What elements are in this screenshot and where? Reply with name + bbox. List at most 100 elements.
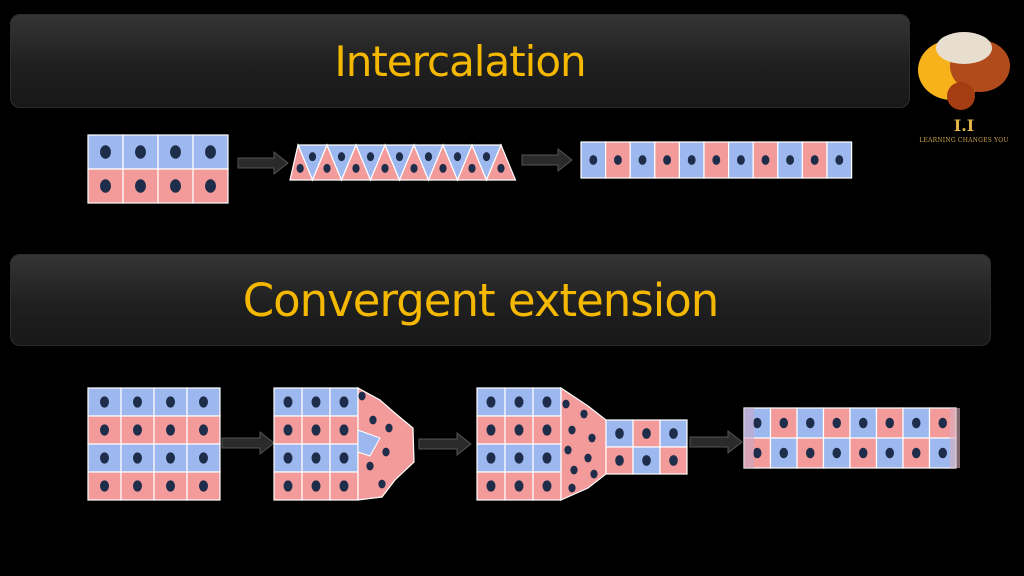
nucleus [580,409,588,419]
nucleus [568,483,576,493]
cell [605,446,634,475]
nucleus [410,163,418,173]
logo-dot [947,82,975,110]
nucleus [615,455,624,466]
nucleus [439,163,447,173]
arrow [237,150,289,176]
nucleus [100,396,109,408]
convergent-extension-title: Convergent extension [242,273,720,327]
nucleus [133,480,142,492]
nucleus [311,396,321,408]
nucleus [100,179,111,193]
nucleus [514,396,524,408]
intercalation-banner: Intercalation [10,14,910,108]
nucleus [810,155,819,165]
nucleus [542,480,552,492]
nucleus [938,447,947,459]
nucleus [135,179,146,193]
nucleus [100,424,109,436]
nucleus [615,428,624,439]
nucleus [514,480,524,492]
nucleus [589,155,598,165]
nucleus [339,396,349,408]
convergent-extension-banner: Convergent extension [10,254,991,346]
logo-tagline: LEARNING CHANGES YOU [919,137,1009,144]
nucleus [588,433,596,443]
nucleus [311,452,321,464]
nucleus [806,417,815,429]
intercalation-title: Intercalation [334,36,586,86]
nucleus [424,152,433,162]
nucleus [938,417,947,429]
logo-cream-circle [936,32,992,64]
nucleus [486,480,496,492]
nucleus [542,396,552,408]
nucleus [590,469,598,479]
nucleus [638,155,647,165]
logo: I.I [918,32,1010,135]
cell [357,429,381,457]
nucleus [395,152,404,162]
cell-edge [950,408,960,468]
nucleus [584,453,592,463]
nucleus [468,163,476,173]
nucleus [381,163,389,173]
nucleus [736,155,745,165]
nucleus [912,417,921,429]
nucleus [311,480,321,492]
nucleus [779,417,788,429]
nucleus [166,396,175,408]
nucleus [100,480,109,492]
nucleus [283,424,293,436]
nucleus [339,480,349,492]
nucleus [642,455,651,466]
nucleus [166,480,175,492]
cell [289,143,314,181]
nucleus [687,155,696,165]
nucleus [205,145,216,159]
nucleus [542,424,552,436]
nucleus [311,424,321,436]
nucleus [283,396,293,408]
nucleus [832,417,841,429]
nucleus [753,417,762,429]
nucleus [296,163,304,173]
nucleus [753,447,762,459]
nucleus [339,452,349,464]
cell [485,143,517,181]
nucleus [366,152,375,162]
nucleus [166,452,175,464]
nucleus [100,452,109,464]
nucleus [170,145,181,159]
nucleus [199,480,208,492]
nucleus [497,163,505,173]
nucleus [133,396,142,408]
nucleus [170,179,181,193]
nucleus [806,447,815,459]
nucleus [570,465,578,475]
cell [703,141,730,179]
nucleus [339,424,349,436]
nucleus [382,447,390,457]
nucleus [761,155,770,165]
nucleus [453,152,462,162]
nucleus [199,396,208,408]
nucleus [199,424,208,436]
nucleus [385,423,393,433]
arrow [689,429,743,455]
nucleus [366,461,374,471]
nucleus [486,396,496,408]
arrow [418,431,472,457]
nucleus [786,155,795,165]
nucleus [100,145,111,159]
nucleus [323,163,331,173]
nucleus [133,424,142,436]
nucleus [663,155,672,165]
arrow [521,147,573,173]
nucleus [642,428,651,439]
nucleus [283,480,293,492]
nucleus [514,424,524,436]
cell [902,407,931,439]
nucleus [369,415,377,425]
